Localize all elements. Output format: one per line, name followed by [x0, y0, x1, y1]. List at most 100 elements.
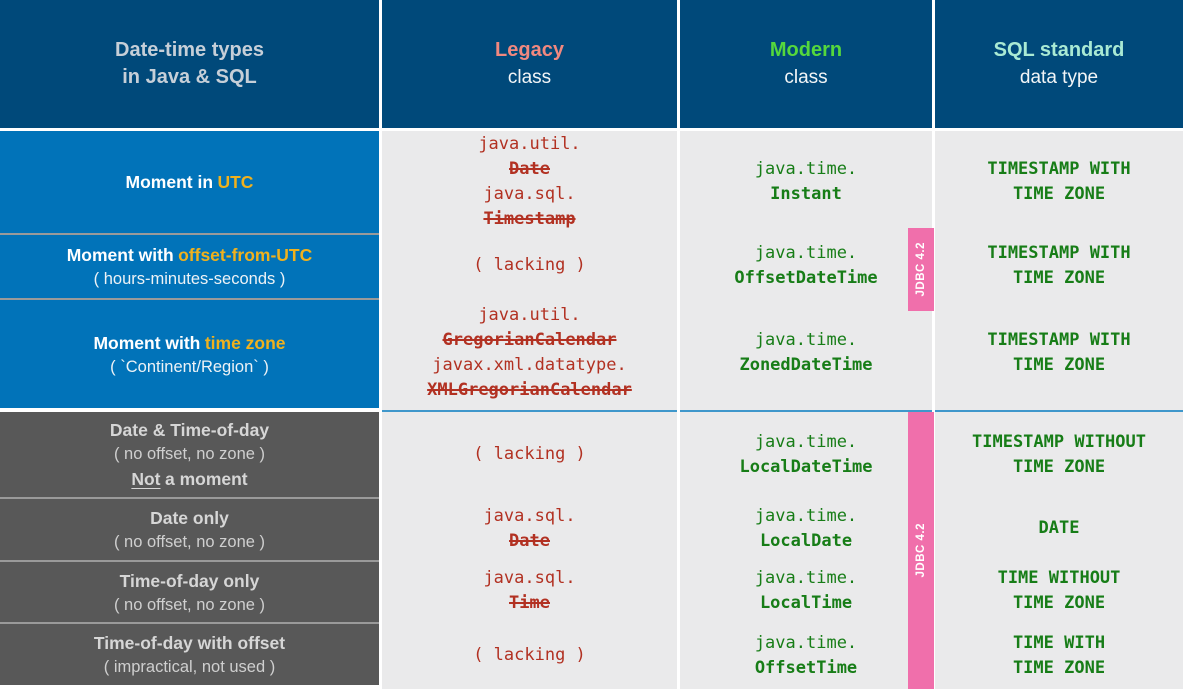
legacy-cell-date-time: ( lacking )	[382, 412, 677, 497]
legacy-cell-time-offset: ( lacking )	[382, 622, 677, 689]
table-title-line1: Date-time types	[115, 39, 264, 61]
legacy-package: java.sql.	[483, 184, 576, 204]
concept-header-cell: Date-time types in Java & SQL	[0, 0, 379, 128]
sql-type-line1: TIMESTAMP WITH	[987, 159, 1131, 179]
concept-title: Moment with offset-from-UTC	[67, 242, 313, 268]
sql-type-line1: TIMESTAMP WITHOUT	[972, 431, 1146, 452]
concept-title: Moment in UTC	[126, 169, 254, 195]
header-gap	[382, 128, 677, 131]
jdbc-badge-label: JDBC 4.2	[915, 242, 927, 297]
concept-subtitle: ( hours-minutes-seconds )	[93, 270, 286, 288]
legacy-lacking-label: ( lacking )	[473, 255, 586, 275]
sql-type-line1: DATE	[1038, 518, 1080, 538]
modern-header-cell: Modern class	[680, 0, 932, 128]
legacy-header-line1: Legacy	[495, 39, 564, 61]
concept-note-rest: a moment	[164, 469, 248, 489]
sql-type-line1: TIME WITH	[1012, 632, 1106, 653]
sql-type-line2: TIME ZONE	[1012, 657, 1106, 678]
modern-class: LocalTime	[759, 593, 853, 613]
concept-subtitle: ( no offset, no zone )	[113, 595, 266, 614]
modern-package: java.time.	[754, 505, 858, 526]
modern-header-line1: Modern	[769, 39, 843, 61]
concept-subtitle: ( impractical, not used )	[103, 658, 276, 676]
concept-subtitle: ( no offset, no zone )	[113, 533, 266, 551]
legacy-class-deprecated: Time	[509, 593, 550, 613]
modern-cell-time-only: java.time. LocalTime	[680, 560, 932, 622]
sql-header-line2: data type	[1019, 67, 1099, 88]
modern-cell-date-only: java.time. LocalDate	[680, 497, 932, 560]
modern-class: ZonedDateTime	[739, 355, 873, 375]
section-divider	[382, 408, 677, 412]
concept-main: Moment with	[66, 245, 174, 265]
legacy-header-line2: class	[507, 67, 552, 88]
modern-class: LocalDateTime	[739, 456, 873, 477]
concept-main: Date only	[150, 508, 229, 528]
concept-accent: offset-from-UTC	[178, 245, 313, 265]
legacy-package: java.util.	[478, 305, 581, 325]
sql-type-line2: TIME ZONE	[1012, 184, 1106, 204]
concept-main: Moment in	[125, 172, 214, 192]
legacy-cell-moment-utc: java.util. Date java.sql. Timestamp	[382, 131, 677, 233]
concept-accent: time zone	[204, 332, 286, 353]
legacy-cell-moment-zone: java.util. GregorianCalendar javax.xml.d…	[382, 298, 677, 408]
sql-cell-moment-zone: TIMESTAMP WITH TIME ZONE	[935, 298, 1183, 408]
row-moment-utc-concept: Moment in UTC	[0, 131, 379, 233]
concept-main: Date & Time-of-day	[109, 420, 270, 440]
legacy-package: java.sql.	[483, 568, 576, 588]
concept-main: Time-of-day with offset	[93, 633, 286, 653]
modern-class: LocalDate	[759, 530, 853, 551]
modern-package: java.time.	[754, 431, 858, 452]
concept-note: Not a moment	[131, 466, 247, 492]
concept-subtitle: ( `Continent/Region` )	[110, 357, 269, 376]
jdbc-badge-label: JDBC 4.2	[915, 523, 927, 578]
legacy-lacking-label: ( lacking )	[473, 444, 586, 464]
legacy-cell-moment-offset: ( lacking )	[382, 233, 677, 298]
sql-cell-date-only: DATE	[935, 497, 1183, 560]
modern-package: java.time.	[754, 330, 858, 350]
row-date-time-concept: Date & Time-of-day ( no offset, no zone …	[0, 412, 379, 497]
concept-column: Date-time types in Java & SQL Moment in …	[0, 0, 379, 689]
modern-column: Modern class java.time. Instant java.tim…	[680, 0, 932, 689]
modern-package: java.time.	[754, 159, 858, 179]
sql-header-line1: SQL standard	[993, 39, 1125, 61]
sql-type-line2: TIME ZONE	[1012, 593, 1106, 613]
modern-class: OffsetDateTime	[734, 267, 878, 288]
row-date-only-concept: Date only ( no offset, no zone )	[0, 497, 379, 560]
modern-cell-moment-zone: java.time. ZonedDateTime	[680, 298, 932, 408]
concept-main: Time-of-day only	[119, 570, 260, 591]
modern-cell-date-time: java.time. LocalDateTime	[680, 412, 932, 497]
legacy-package: javax.xml.datatype.	[432, 355, 627, 375]
sql-cell-date-time: TIMESTAMP WITHOUT TIME ZONE	[935, 412, 1183, 497]
sql-type-line2: TIME ZONE	[1012, 355, 1106, 375]
legacy-class-deprecated: Date	[509, 530, 550, 551]
concept-accent: UTC	[217, 172, 254, 192]
modern-package: java.time.	[754, 568, 858, 588]
concept-title: Moment with time zone	[93, 330, 285, 356]
jdbc-badge-lower: JDBC 4.2	[908, 412, 934, 689]
sql-type-line2: TIME ZONE	[1012, 456, 1106, 477]
sql-type-line1: TIME WITHOUT	[997, 568, 1121, 588]
section-gap	[0, 408, 379, 412]
legacy-class-deprecated: Timestamp	[483, 209, 576, 229]
sql-type-line1: TIMESTAMP WITH	[987, 242, 1131, 263]
legacy-cell-time-only: java.sql. Time	[382, 560, 677, 622]
modern-cell-moment-offset: java.time. OffsetDateTime	[680, 233, 932, 298]
legacy-class-deprecated: GregorianCalendar	[442, 330, 617, 350]
sql-cell-moment-utc: TIMESTAMP WITH TIME ZONE	[935, 131, 1183, 233]
legacy-column: Legacy class java.util. Date java.sql. T…	[382, 0, 677, 689]
concept-subtitle: ( no offset, no zone )	[113, 445, 266, 463]
legacy-cell-date-only: java.sql. Date	[382, 497, 677, 560]
sql-cell-time-offset: TIME WITH TIME ZONE	[935, 622, 1183, 689]
concept-main: Moment with	[93, 332, 201, 353]
legacy-class-deprecated: XMLGregorianCalendar	[427, 380, 632, 400]
modern-class: Instant	[770, 184, 842, 204]
sql-column: SQL standard data type TIMESTAMP WITH TI…	[935, 0, 1183, 689]
bottom-gap	[0, 685, 379, 689]
sql-header-cell: SQL standard data type	[935, 0, 1183, 128]
row-moment-zone-concept: Moment with time zone ( `Continent/Regio…	[0, 298, 379, 408]
table-title-line2: in Java & SQL	[122, 66, 257, 88]
row-time-only-concept: Time-of-day only ( no offset, no zone )	[0, 560, 379, 622]
legacy-class-deprecated: Date	[509, 159, 550, 179]
modern-cell-moment-utc: java.time. Instant	[680, 131, 932, 233]
sql-type-line1: TIMESTAMP WITH	[987, 330, 1131, 350]
